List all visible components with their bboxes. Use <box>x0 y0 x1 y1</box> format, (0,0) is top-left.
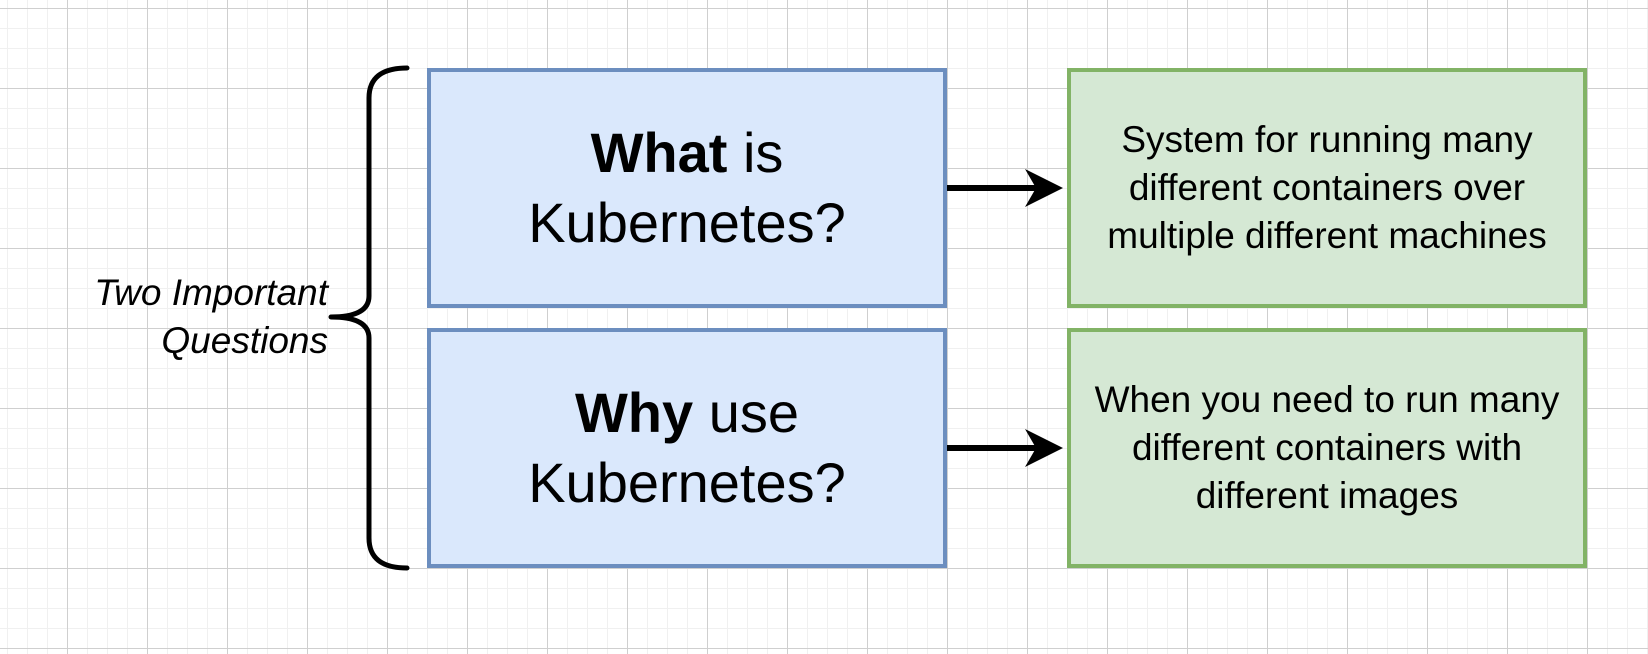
answer-box-why: When you need to run many different cont… <box>1067 328 1587 568</box>
arrow-why-head <box>1025 429 1063 467</box>
arrow-what-icon <box>947 169 1063 207</box>
question-what-rest: is <box>727 121 784 184</box>
question-why-keyword: Why <box>574 381 694 444</box>
question-why-rest: use <box>693 381 800 444</box>
question-what-line1: What is <box>591 118 784 188</box>
answer-box-what: System for running many different contai… <box>1067 68 1587 308</box>
question-why-line2: Kubernetes? <box>528 451 846 514</box>
diagram-label: Two Important Questions <box>94 272 328 361</box>
question-why-line1: Why use <box>575 378 799 448</box>
question-box-what: What is Kubernetes? <box>427 68 947 308</box>
question-what-line2: Kubernetes? <box>528 191 846 254</box>
question-what-keyword: What <box>590 121 728 184</box>
arrow-what-head <box>1025 169 1063 207</box>
curly-brace-icon <box>328 65 410 571</box>
question-box-why: Why use Kubernetes? <box>427 328 947 568</box>
arrow-why-icon <box>947 429 1063 467</box>
